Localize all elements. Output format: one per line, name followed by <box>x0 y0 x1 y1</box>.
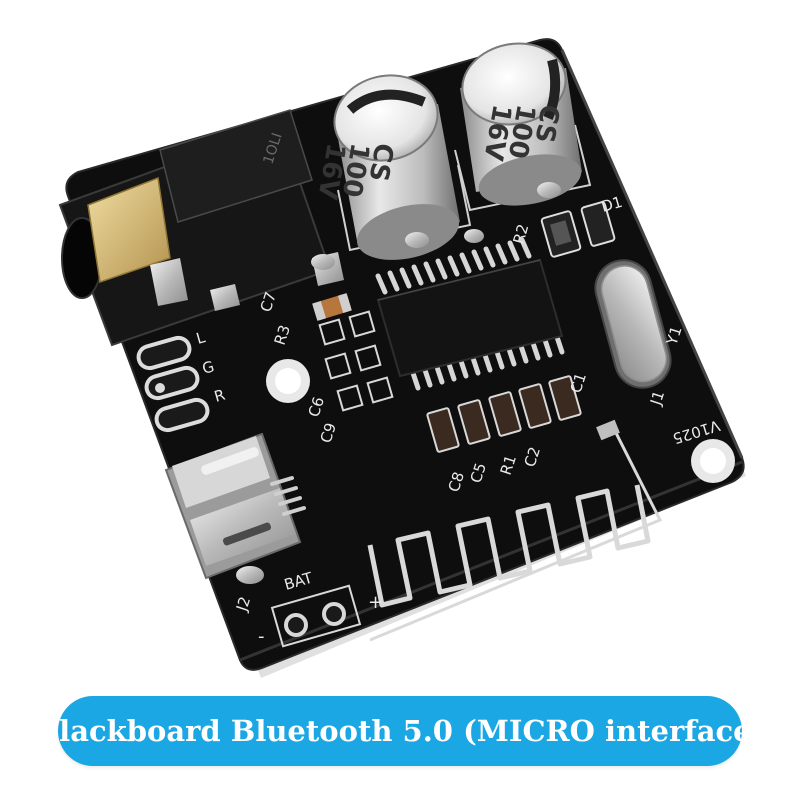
label-c6: C6 <box>305 395 328 420</box>
label-g: G <box>200 357 216 378</box>
label-c2: C2 <box>521 445 544 470</box>
audio-jack: 1OLI <box>58 109 344 347</box>
crystal-oscillator <box>594 259 672 389</box>
label-r: R <box>212 386 227 406</box>
label-r1: R1 <box>497 453 520 478</box>
label-j1: J1 <box>646 388 668 408</box>
smd-pads-left <box>318 310 394 412</box>
main-ic-chip <box>375 237 565 391</box>
antenna-trace <box>367 484 651 608</box>
caption-text: Blackboard Bluetooth 5.0 (MICRO interfac… <box>34 714 766 748</box>
cap-right-line1: CS <box>528 102 564 145</box>
cap-left-line1: CS <box>362 141 398 184</box>
svg-text:CS: CS <box>528 102 564 145</box>
led-d1 <box>540 201 616 258</box>
mounting-hole-center <box>266 359 310 403</box>
label-c1: C1 <box>567 371 590 396</box>
label-r2: R2 <box>510 222 533 246</box>
capacitor-right: CS 100 16V <box>460 42 582 206</box>
svg-text:CS: CS <box>362 141 398 184</box>
label-plus: + <box>368 592 383 613</box>
label-y1: Y1 <box>662 324 685 348</box>
label-r3: R3 <box>271 323 294 348</box>
channel-pads <box>136 335 210 433</box>
label-j2: J2 <box>232 594 254 614</box>
label-c7: C7 <box>257 290 280 315</box>
smd-capacitor-c7 <box>312 293 352 321</box>
label-c5: C5 <box>467 461 490 486</box>
label-c8: C8 <box>445 470 468 495</box>
label-d1: D1 <box>599 193 624 216</box>
label-minus: - <box>258 626 265 647</box>
battery-pads <box>270 584 362 648</box>
micro-usb-port <box>164 432 306 584</box>
label-c9: C9 <box>317 421 340 446</box>
mounting-hole-right <box>691 439 735 483</box>
smd-component-row <box>426 375 582 453</box>
capacitor-left: CS 100 16V <box>311 74 460 260</box>
caption-banner: Blackboard Bluetooth 5.0 (MICRO interfac… <box>35 696 765 766</box>
